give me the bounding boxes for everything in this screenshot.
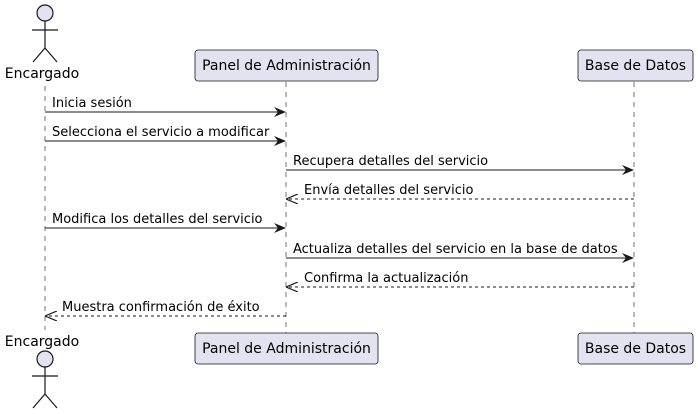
actor-encargado-top: Encargado — [5, 4, 79, 82]
participant-panel-top: Panel de Administración — [194, 49, 379, 82]
message-8: Muestra confirmación de éxito — [46, 300, 286, 316]
participant-label: Base de Datos — [585, 341, 686, 357]
participant-label: Base de Datos — [585, 58, 686, 74]
message-5: Modifica los detalles del servicio — [45, 212, 286, 233]
message-label: Modifica los detalles del servicio — [52, 212, 263, 227]
message-label: Selecciona el servicio a modificar — [52, 125, 270, 140]
message-label: Recupera detalles del servicio — [293, 154, 488, 169]
message-label: Muestra confirmación de éxito — [62, 300, 260, 315]
message-2: Selecciona el servicio a modificar — [45, 125, 286, 146]
message-6: Actualiza detalles del servicio en la ba… — [286, 242, 634, 263]
participant-bd-top: Base de Datos — [577, 49, 694, 82]
actor-encargado-bottom: Encargado — [5, 334, 79, 409]
message-label: Inicia sesión — [52, 96, 132, 111]
participant-label: Panel de Administración — [202, 341, 371, 357]
participant-bd-bottom: Base de Datos — [577, 332, 694, 365]
actor-figure-icon — [32, 4, 58, 63]
participant-label: Panel de Administración — [202, 58, 371, 74]
message-7: Confirma la actualización — [287, 271, 634, 287]
message-1: Inicia sesión — [45, 96, 286, 117]
message-label: Envía detalles del servicio — [304, 183, 473, 198]
lifelines — [44, 82, 635, 333]
actor-label: Encargado — [5, 66, 79, 82]
message-label: Actualiza detalles del servicio en la ba… — [293, 242, 618, 257]
message-4: Envía detalles del servicio — [287, 183, 634, 199]
participant-panel-bottom: Panel de Administración — [194, 332, 379, 365]
message-3: Recupera detalles del servicio — [286, 154, 634, 175]
actor-figure-icon — [32, 350, 58, 409]
message-label: Confirma la actualización — [304, 271, 468, 286]
actor-label: Encargado — [5, 334, 79, 350]
